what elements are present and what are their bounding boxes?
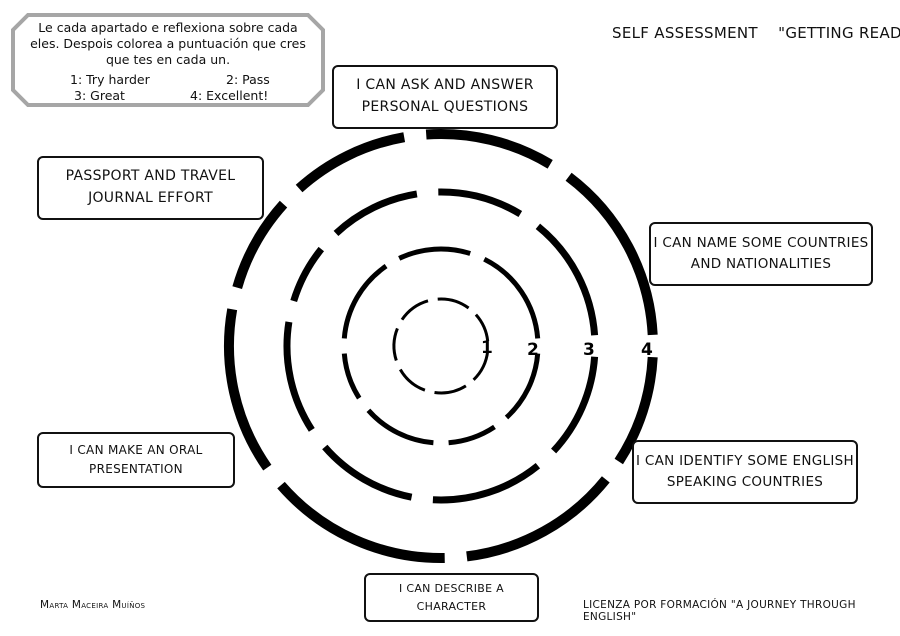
category-personal-questions: I CAN ASK AND ANSWER PERSONAL QUESTIONS <box>332 65 558 129</box>
instructions-frame <box>11 13 325 107</box>
category-label-line: AND NATIONALITIES <box>690 256 832 272</box>
ring-3-segment[interactable] <box>333 190 418 236</box>
ring-4-segment[interactable] <box>232 200 288 290</box>
ring-label-3: 3 <box>583 340 595 360</box>
ring-3-segment[interactable] <box>432 462 541 504</box>
instructions-line-2: eles. Despois colorea a puntuación que c… <box>30 36 306 51</box>
ring-4-segment[interactable] <box>466 476 610 562</box>
category-label-line: I CAN DESCRIBE A <box>399 582 504 596</box>
category-label-line: PRESENTATION <box>89 462 183 476</box>
category-label-line: I CAN MAKE AN ORAL <box>69 443 203 458</box>
ring-2-segment[interactable] <box>504 353 541 420</box>
category-label-line: I CAN ASK AND ANSWER <box>356 77 534 94</box>
scale-3: 3: Great <box>74 88 125 103</box>
category-passport: PASSPORT AND TRAVEL JOURNAL EFFORT <box>37 156 264 220</box>
category-presentation: I CAN MAKE AN ORAL PRESENTATION <box>37 432 235 488</box>
ring-2-segment[interactable] <box>341 353 362 400</box>
scale-1: 1: Try harder <box>70 72 150 87</box>
page-title: SELF ASSESSMENT "GETTING READY" <box>612 24 900 42</box>
author-credit: Marta Maceira Muíños <box>40 599 146 611</box>
instructions-line-1: Le cada apartado e reflexiona sobre cada <box>38 20 298 35</box>
ring-2-segment[interactable] <box>483 256 541 339</box>
category-label-line: SPEAKING COUNTRIES <box>666 474 824 490</box>
ring-4-segment[interactable] <box>295 132 406 193</box>
ring-3-segment[interactable] <box>322 444 413 501</box>
ring-4-segment[interactable] <box>425 129 553 169</box>
ring-3-segment[interactable] <box>551 356 599 454</box>
ring-3-segment[interactable] <box>290 246 325 303</box>
ring-4-segment[interactable] <box>277 481 445 564</box>
ring-3-segment[interactable] <box>438 188 523 218</box>
ring-4-segment[interactable] <box>565 172 658 336</box>
ring-1-segment[interactable] <box>474 313 490 342</box>
category-label-line: I CAN IDENTIFY SOME ENGLISH <box>636 453 854 470</box>
ring-2-segment[interactable] <box>448 424 496 446</box>
instructions-panel: Le cada apartado e reflexiona sobre cada… <box>10 12 326 108</box>
scale-4: 4: Excellent! <box>190 88 269 103</box>
category-character: I CAN DESCRIBE A CHARACTER <box>364 573 539 622</box>
ring-2-segment[interactable] <box>398 246 471 261</box>
ring-3-segment[interactable] <box>283 321 315 432</box>
category-label-line: PASSPORT AND TRAVEL <box>65 168 236 185</box>
ring-4-segment[interactable] <box>223 308 272 471</box>
ring-label-2: 2 <box>527 340 539 360</box>
ring-1-segment[interactable] <box>392 327 399 361</box>
ring-1-segment[interactable] <box>437 297 470 310</box>
ring-4-segment[interactable] <box>614 356 658 465</box>
scale-2: 2: Pass <box>226 72 270 87</box>
ring-1-segment[interactable] <box>472 350 490 381</box>
ring-2-segment[interactable] <box>366 408 434 446</box>
category-label-line: PERSONAL QUESTIONS <box>361 99 529 115</box>
instructions-line-3: que tes en cada un. <box>105 52 231 67</box>
category-countries: I CAN NAME SOME COUNTRIES AND NATIONALIT… <box>649 222 873 286</box>
ring-1-segment[interactable] <box>399 368 426 392</box>
category-english-speaking: I CAN IDENTIFY SOME ENGLISH SPEAKING COU… <box>632 440 858 504</box>
ring-1-segment[interactable] <box>400 299 429 321</box>
ring-1-segment[interactable] <box>434 384 467 395</box>
ring-label-1: 1 <box>481 338 493 358</box>
license-note: LICENZA POR FORMACIÓN "A JOURNEY THROUGH… <box>583 599 856 623</box>
category-label-line: I CAN NAME SOME COUNTRIES <box>653 235 869 252</box>
ring-3-segment[interactable] <box>535 223 599 336</box>
ring-label-4: 4 <box>641 340 653 360</box>
category-label-line: CHARACTER <box>416 599 487 613</box>
category-label-line: JOURNAL EFFORT <box>88 190 213 206</box>
ring-2-segment[interactable] <box>341 264 388 339</box>
